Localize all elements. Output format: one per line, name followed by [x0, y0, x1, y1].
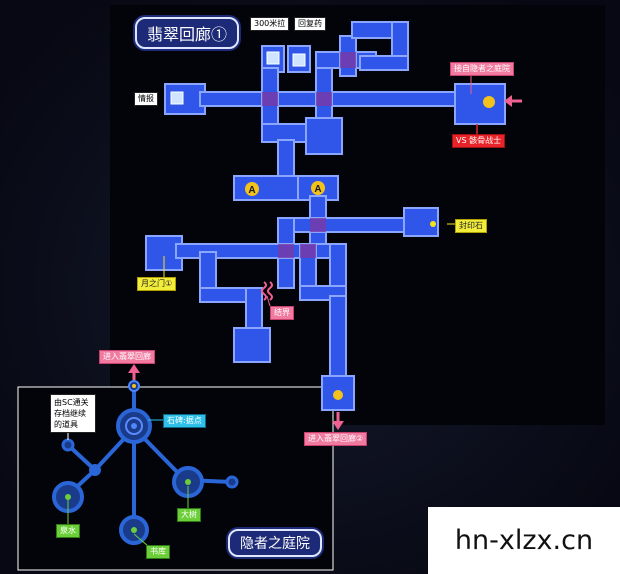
- arrow-hermit-in: [504, 95, 522, 107]
- arrow-inset-to-corridor: [128, 364, 140, 380]
- chest-icon: [266, 51, 280, 65]
- label-to-corridor-2: 进入翡翠回廊②: [304, 432, 368, 446]
- label-library: 书库: [146, 545, 170, 559]
- save-point-icon: [245, 182, 259, 196]
- main-map-panel: [110, 5, 605, 425]
- label-big-tree: 大树: [177, 508, 201, 522]
- label-stone-monument: 石碑:据点: [163, 414, 206, 428]
- label-barrier: 结界: [270, 306, 294, 320]
- label-seal-stone: 封印石: [455, 219, 487, 233]
- label-spring: 泉水: [56, 524, 80, 538]
- room-barrier-south: [233, 327, 271, 363]
- chest-icon: [170, 91, 184, 105]
- barrier-icon: [261, 281, 273, 301]
- label-300mila: 300米拉: [250, 17, 290, 31]
- save-a2-letter: A: [314, 184, 321, 195]
- barrier-pointer-line: [266, 295, 271, 307]
- watermark: hn-xlzx.cn: [428, 507, 620, 574]
- label-to-corridor: 进入翡翠回廊: [99, 350, 155, 364]
- label-moon-gate: 月之门①: [137, 277, 177, 291]
- arrow-to-corridor-2: [332, 412, 344, 430]
- junctions: [262, 52, 356, 258]
- label-intel: 情报: [134, 92, 158, 106]
- label-boss: VS 骸骨战士: [452, 134, 506, 148]
- inset-hub-node: [89, 464, 101, 476]
- map-title: 翡翠回廊①: [135, 17, 240, 49]
- label-sc-note: 由SC通关存档继续的道具: [50, 394, 96, 433]
- chest-markers: [170, 51, 306, 105]
- room-hermit-entrance: [454, 83, 506, 125]
- save-a1-letter: A: [248, 185, 255, 196]
- inset-sc-item-node: [61, 438, 75, 452]
- label-hermit-entrance: 接自隐者之庭院: [450, 62, 514, 76]
- room-center-upper: [305, 117, 343, 155]
- label-potion: 回复药: [294, 17, 326, 31]
- room-save-a1: [233, 175, 299, 201]
- save-point-icon: [311, 181, 325, 195]
- seal-stone-marker: [430, 221, 436, 227]
- inset-east-node: [225, 475, 239, 489]
- inset-title: 隐者之庭院: [228, 529, 322, 557]
- hermit-entrance-marker: [483, 96, 495, 108]
- chest-icon: [292, 53, 306, 67]
- exit-corridor-2-marker: [333, 390, 343, 400]
